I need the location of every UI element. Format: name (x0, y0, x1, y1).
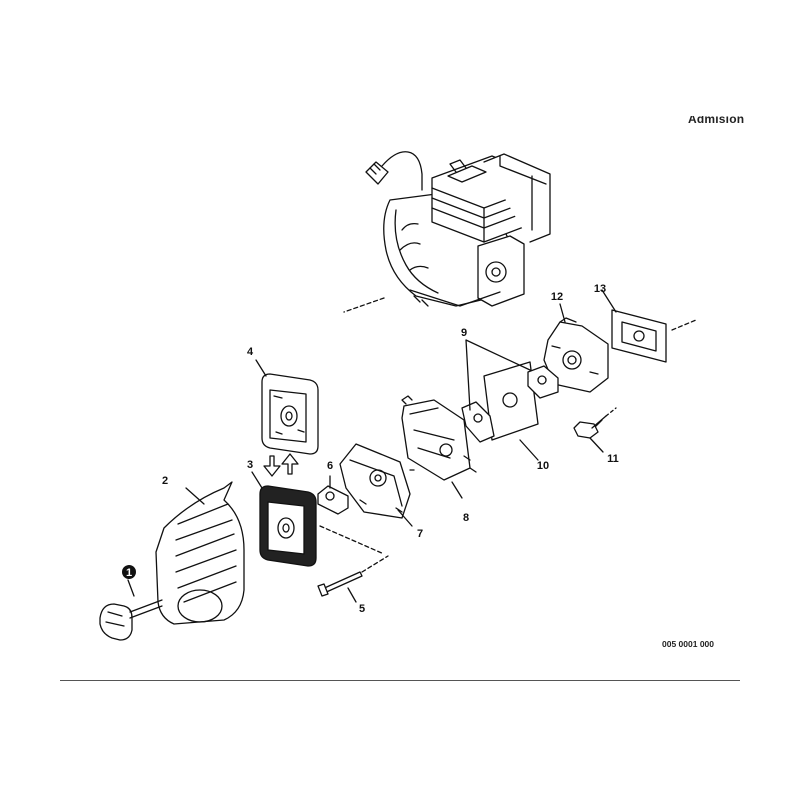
callout-3: 3 (247, 459, 253, 471)
callout-5: 5 (359, 603, 365, 615)
part-12-intake-flange (543, 303, 609, 393)
callout-10: 10 (537, 460, 549, 472)
part-5-screw (317, 571, 363, 603)
part-1-knob (99, 579, 163, 641)
part-13-gasket (601, 289, 697, 363)
callout-13: 13 (594, 283, 606, 295)
part-3-air-filter (251, 471, 317, 567)
part-6-gasket (317, 475, 349, 515)
swap-arrows (263, 453, 299, 477)
part-2-filter-cover (155, 481, 245, 625)
callout-7: 7 (417, 528, 423, 540)
part-4-air-filter (255, 359, 319, 455)
callout-6: 6 (327, 460, 333, 472)
callout-2: 2 (162, 475, 168, 487)
drawing-code: 005 0001 000 (662, 639, 714, 649)
part-8-carburetor (401, 395, 477, 499)
part-11-screw (573, 407, 617, 453)
callout-4: 4 (247, 346, 254, 358)
callout-9: 9 (461, 327, 467, 339)
footer-rule (60, 680, 740, 681)
part-9-gaskets (461, 339, 559, 443)
callout-1-marker (122, 565, 136, 579)
section-title: Admision (688, 112, 745, 126)
callout-8: 8 (463, 512, 469, 524)
callout-11: 11 (607, 453, 619, 465)
callout-12: 12 (551, 291, 563, 303)
callout-1: 1 (126, 567, 132, 579)
engine-block (343, 151, 551, 313)
part-7-filter-base (339, 443, 413, 527)
assembly-lines (319, 469, 415, 573)
